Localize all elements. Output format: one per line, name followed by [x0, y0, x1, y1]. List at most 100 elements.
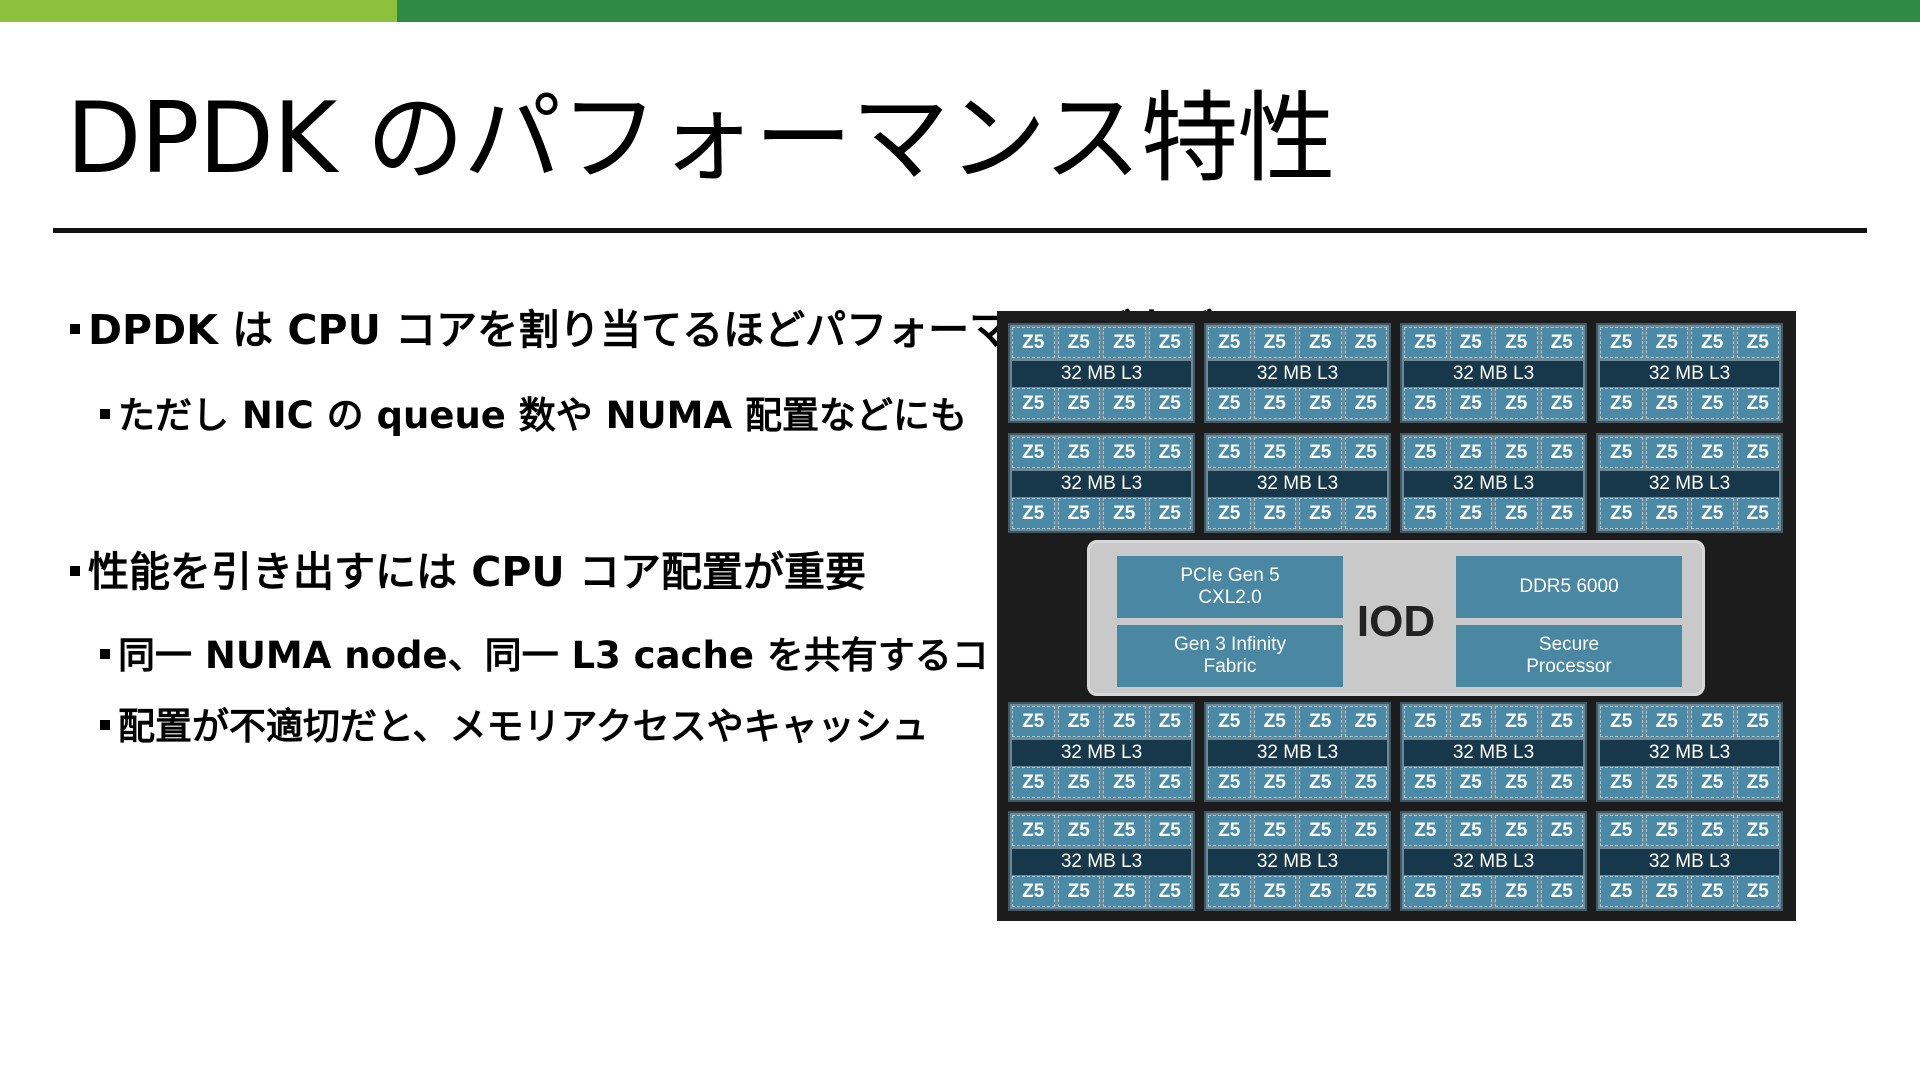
core-cell: Z5 [1253, 706, 1296, 737]
core-cell: Z5 [1495, 706, 1538, 737]
core-cell: Z5 [1057, 706, 1100, 737]
l3-cache-label: 32 MB L3 [1600, 361, 1779, 387]
core-cell: Z5 [1600, 388, 1643, 419]
core-cell: Z5 [1299, 815, 1342, 846]
bullet-2-sub-1-text: 同一 NUMA node、同一 L3 cache を共有するコ [118, 634, 989, 677]
ddr5-block: DDR5 6000 [1456, 556, 1682, 618]
core-cell: Z5 [1540, 706, 1583, 737]
core-cell: Z5 [1736, 327, 1779, 358]
core-cell: Z5 [1103, 327, 1146, 358]
core-cell: Z5 [1600, 437, 1643, 468]
iod-block: PCIe Gen 5 CXL2.0 DDR5 6000 Gen 3 Infini… [1087, 540, 1705, 696]
iod-label: IOD [1356, 597, 1436, 646]
bullet-2-sub-1: 同一 NUMA node、同一 L3 cache を共有するコ [100, 625, 989, 679]
core-cell: Z5 [1253, 498, 1296, 529]
l3-cache-label: 32 MB L3 [1404, 471, 1583, 497]
core-cell: Z5 [1449, 498, 1492, 529]
core-cell: Z5 [1253, 327, 1296, 358]
core-cell: Z5 [1691, 388, 1734, 419]
secure-processor-block: Secure Processor [1456, 625, 1682, 687]
core-cell: Z5 [1404, 388, 1447, 419]
core-cell: Z5 [1495, 388, 1538, 419]
core-cell: Z5 [1600, 876, 1643, 907]
core-cell: Z5 [1103, 876, 1146, 907]
core-cell: Z5 [1148, 327, 1191, 358]
core-cell: Z5 [1404, 815, 1447, 846]
core-cell: Z5 [1344, 815, 1387, 846]
core-cell: Z5 [1691, 437, 1734, 468]
core-cell: Z5 [1404, 876, 1447, 907]
core-cell: Z5 [1103, 815, 1146, 846]
core-cell: Z5 [1404, 437, 1447, 468]
core-cell: Z5 [1012, 327, 1055, 358]
core-cell: Z5 [1148, 388, 1191, 419]
core-cell: Z5 [1449, 706, 1492, 737]
core-cell: Z5 [1103, 767, 1146, 798]
core-cell: Z5 [1057, 327, 1100, 358]
core-cell: Z5 [1495, 327, 1538, 358]
core-cell: Z5 [1057, 388, 1100, 419]
core-cell: Z5 [1449, 876, 1492, 907]
core-cell: Z5 [1736, 876, 1779, 907]
core-cell: Z5 [1012, 815, 1055, 846]
core-cell: Z5 [1736, 767, 1779, 798]
core-cell: Z5 [1012, 876, 1055, 907]
core-cell: Z5 [1012, 437, 1055, 468]
core-cell: Z5 [1600, 706, 1643, 737]
l3-cache-label: 32 MB L3 [1404, 849, 1583, 875]
core-cell: Z5 [1736, 706, 1779, 737]
core-cell: Z5 [1645, 437, 1688, 468]
core-cell: Z5 [1148, 706, 1191, 737]
core-cell: Z5 [1103, 388, 1146, 419]
core-cell: Z5 [1736, 437, 1779, 468]
core-cell: Z5 [1344, 388, 1387, 419]
core-cell: Z5 [1600, 815, 1643, 846]
core-cell: Z5 [1012, 498, 1055, 529]
pcie-block: PCIe Gen 5 CXL2.0 [1117, 556, 1343, 618]
bullet-marker [100, 408, 110, 419]
core-cell: Z5 [1299, 876, 1342, 907]
core-cell: Z5 [1299, 767, 1342, 798]
core-cell: Z5 [1495, 498, 1538, 529]
core-cell: Z5 [1057, 498, 1100, 529]
l3-cache-label: 32 MB L3 [1012, 471, 1191, 497]
core-cell: Z5 [1404, 327, 1447, 358]
core-cell: Z5 [1208, 876, 1251, 907]
core-cell: Z5 [1299, 327, 1342, 358]
core-cell: Z5 [1495, 815, 1538, 846]
core-cell: Z5 [1540, 327, 1583, 358]
core-cell: Z5 [1645, 498, 1688, 529]
core-cell: Z5 [1645, 767, 1688, 798]
core-cell: Z5 [1691, 815, 1734, 846]
accent-segment-light [0, 0, 397, 22]
core-cell: Z5 [1404, 706, 1447, 737]
core-cell: Z5 [1540, 876, 1583, 907]
core-cell: Z5 [1449, 327, 1492, 358]
core-cell: Z5 [1103, 437, 1146, 468]
core-cell: Z5 [1404, 767, 1447, 798]
core-cell: Z5 [1645, 706, 1688, 737]
l3-cache-label: 32 MB L3 [1208, 740, 1387, 766]
l3-cache-label: 32 MB L3 [1208, 849, 1387, 875]
title-divider [53, 228, 1867, 233]
core-cell: Z5 [1299, 498, 1342, 529]
